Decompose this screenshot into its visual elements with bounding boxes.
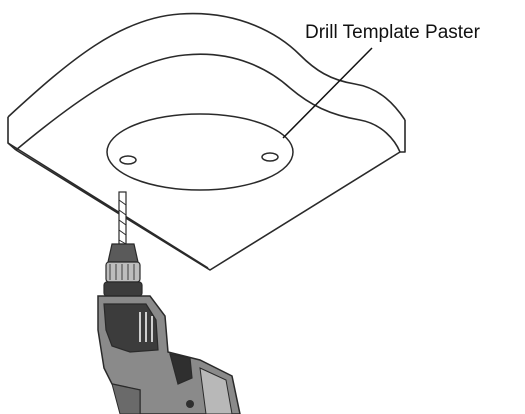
template-outline (106, 113, 294, 191)
template-hole-left (119, 155, 137, 165)
drill-template (106, 113, 294, 191)
drill-trigger (169, 353, 193, 385)
panel-right-side (400, 120, 406, 153)
panel-bottom-face (15, 149, 401, 271)
callout-leader-line (282, 47, 373, 139)
panel-top-edge (7, 12, 406, 121)
drill-chuck (103, 243, 143, 297)
panel-inner-rim (15, 53, 401, 153)
callout-label: Drill Template Paster (305, 22, 481, 43)
panel-front-edge (7, 142, 209, 269)
drill-vents (139, 312, 153, 342)
ceiling-panel (7, 12, 406, 271)
power-drill (97, 191, 241, 414)
drill-handle-screw (186, 400, 194, 408)
drill-bit (118, 191, 127, 245)
drill-body (97, 295, 241, 414)
template-hole-right (261, 152, 279, 162)
